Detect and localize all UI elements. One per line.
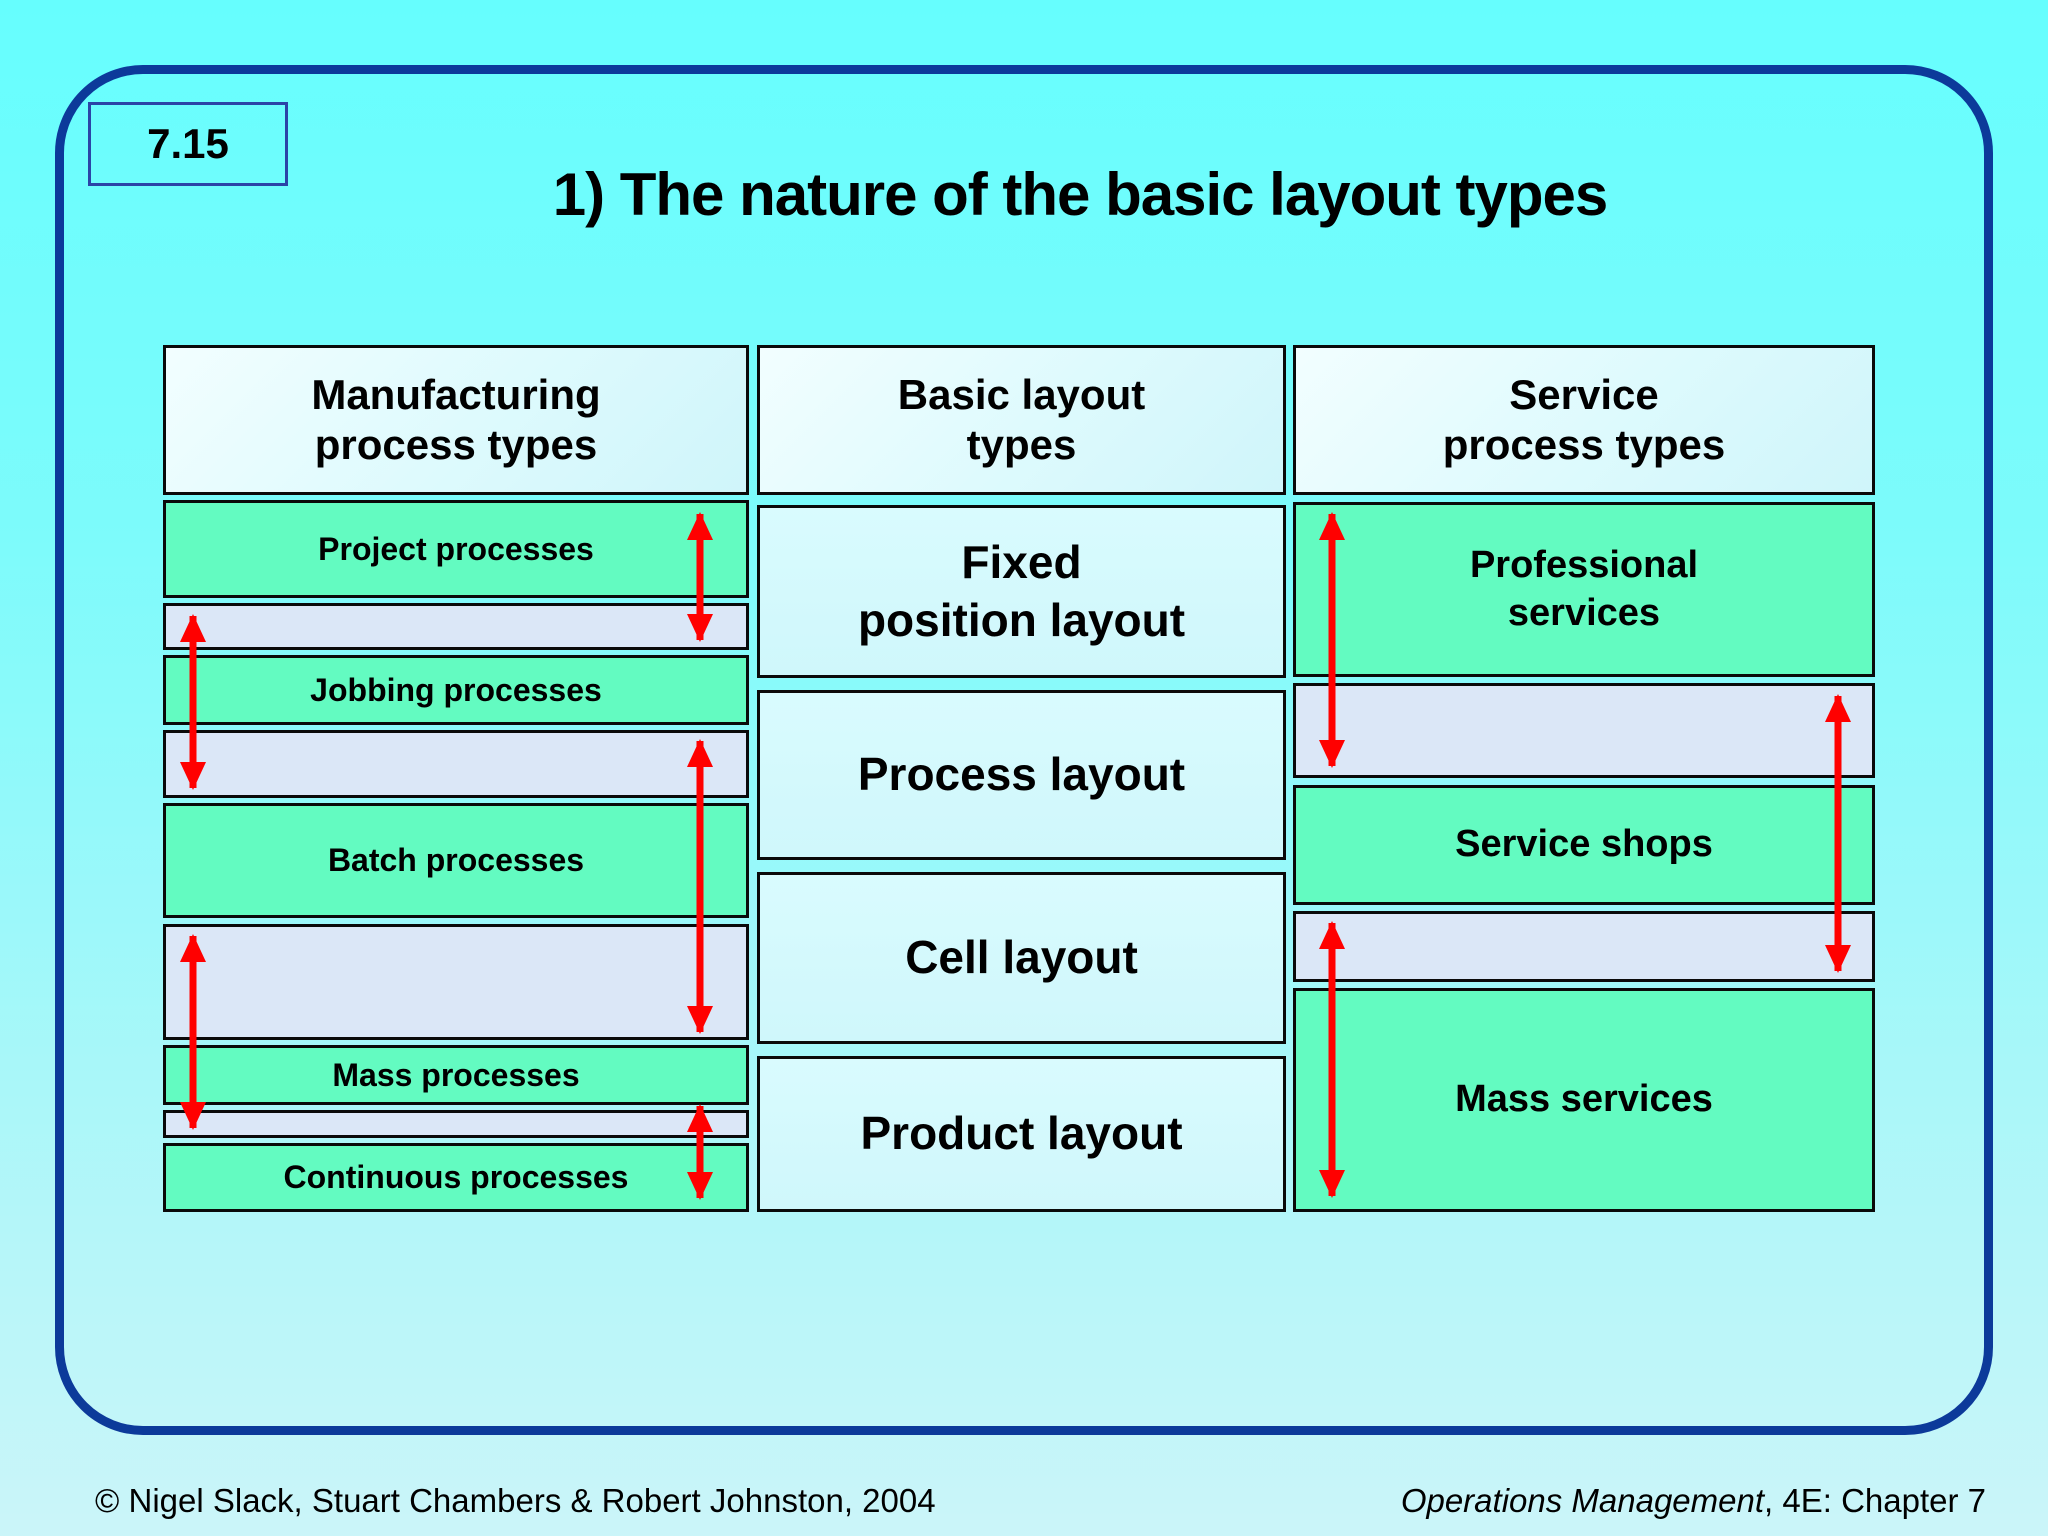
cell-layout-label: Cell layout — [905, 931, 1138, 984]
box-service-shops: Service shops — [1293, 785, 1875, 905]
box-jobbing-processes: Jobbing processes — [163, 655, 749, 725]
service-header: Service process types — [1293, 345, 1875, 495]
box-continuous-processes: Continuous processes — [163, 1143, 749, 1212]
manufacturing-header: Manufacturing process types — [163, 345, 749, 495]
footer-book-reference: Operations Management, 4E: Chapter 7 — [1401, 1482, 1986, 1520]
professional-services-label: Professional services — [1469, 544, 1699, 634]
footer-book-suffix: , 4E: Chapter 7 — [1764, 1482, 1986, 1519]
jobbing-processes-label: Jobbing processes — [310, 671, 602, 708]
layout-header: Basic layout types — [757, 345, 1286, 495]
layout-column: Basic layout types Fixed position layout… — [757, 0, 1286, 1536]
spacer-box — [163, 924, 749, 1040]
spacer-box — [163, 1110, 749, 1138]
product-layout-label: Product layout — [860, 1107, 1183, 1160]
spacer-box — [1293, 911, 1875, 982]
manufacturing-header-label: Manufacturing process types — [311, 370, 601, 468]
spacer-box — [163, 730, 749, 798]
process-layout-label: Process layout — [857, 748, 1186, 801]
slide-number-label: 7.15 — [147, 120, 229, 167]
footer-book-title: Operations Management — [1400, 1482, 1765, 1519]
footer-copyright: © Nigel Slack, Stuart Chambers & Robert … — [95, 1482, 936, 1519]
box-fixed-position-layout: Fixed position layout — [757, 505, 1286, 678]
continuous-processes-label: Continuous processes — [283, 1159, 629, 1195]
box-mass-processes: Mass processes — [163, 1045, 749, 1105]
service-shops-label: Service shops — [1455, 823, 1713, 866]
box-professional-services: Professional services — [1293, 502, 1875, 677]
manufacturing-column: Manufacturing process types Project proc… — [163, 0, 749, 1536]
box-batch-processes: Batch processes — [163, 803, 749, 918]
box-process-layout: Process layout — [757, 690, 1286, 860]
page-title: 1) The nature of the basic layout types — [552, 161, 1609, 228]
mass-services-label: Mass services — [1455, 1078, 1713, 1121]
box-product-layout: Product layout — [757, 1056, 1286, 1212]
fixed-position-layout-label: Fixed position layout — [857, 536, 1186, 646]
batch-processes-label: Batch processes — [327, 842, 585, 878]
mass-processes-label: Mass processes — [332, 1056, 580, 1093]
box-cell-layout: Cell layout — [757, 872, 1286, 1044]
project-processes-label: Project processes — [318, 530, 594, 567]
slide-border-frame — [55, 65, 1993, 1435]
service-column: Service process types Professional servi… — [1293, 0, 1875, 1536]
box-mass-services: Mass services — [1293, 988, 1875, 1212]
layout-header-label: Basic layout types — [897, 370, 1146, 468]
spacer-box — [1293, 683, 1875, 778]
slide-number-box: 7.15 — [88, 102, 288, 186]
service-header-label: Service process types — [1442, 370, 1726, 468]
spacer-box — [163, 603, 749, 650]
box-project-processes: Project processes — [163, 500, 749, 598]
